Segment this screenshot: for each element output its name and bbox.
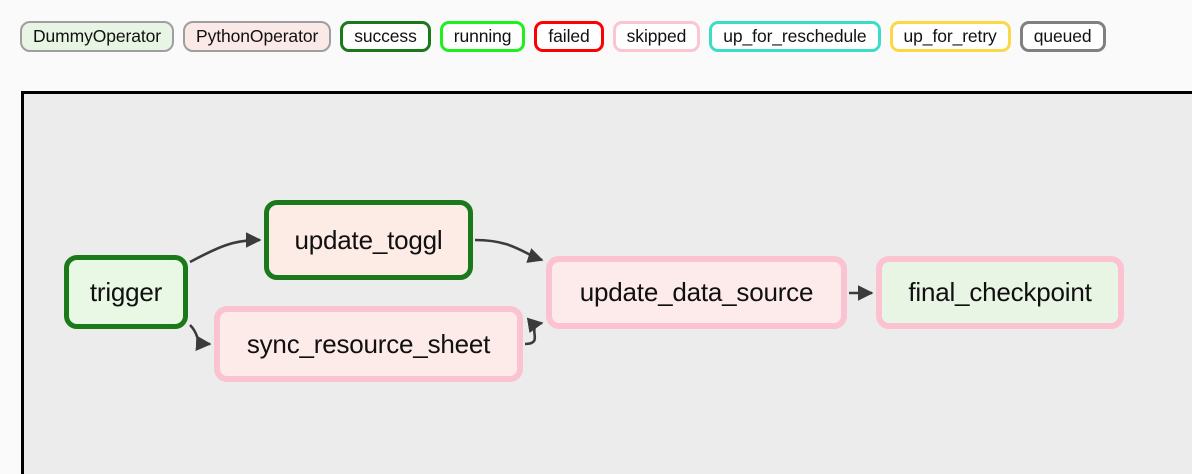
legend-pill-running[interactable]: running: [439, 21, 526, 52]
legend-pill-up-for-retry[interactable]: up_for_retry: [889, 21, 1011, 52]
node-label: update_data_source: [579, 277, 814, 307]
node-label: update_toggl: [294, 224, 443, 255]
legend-label: queued: [1033, 25, 1092, 46]
graph-node-update-data-source[interactable]: update_data_source: [546, 256, 847, 329]
graph-node-update-toggl[interactable]: update_toggl: [264, 200, 473, 280]
edge-trigger-sync-resource-sheet: [189, 324, 212, 352]
legend-label: running: [453, 25, 512, 46]
graph-legend: DummyOperator PythonOperator success run…: [20, 21, 1106, 52]
legend-pill-success[interactable]: success: [340, 21, 431, 52]
legend-label: up_for_retry: [903, 25, 997, 46]
graph-edges: [189, 232, 874, 352]
node-label: sync_resource_sheet: [246, 328, 491, 359]
node-label: trigger: [89, 276, 163, 307]
graph-node-trigger[interactable]: trigger: [64, 255, 188, 329]
legend-pill-pythonoperator[interactable]: PythonOperator: [183, 21, 332, 52]
graph-node-final-checkpoint[interactable]: final_checkpoint: [876, 256, 1124, 329]
legend-label: failed: [548, 25, 590, 46]
legend-label: up_for_reschedule: [723, 25, 867, 46]
edge-update-toggl-update-data-source: [474, 238, 544, 263]
legend-pill-queued[interactable]: queued: [1019, 21, 1106, 52]
graph-canvas[interactable]: trigger update_toggl sync_resource_sheet…: [21, 91, 1192, 474]
node-label: final_checkpoint: [908, 277, 1092, 307]
graph-node-sync-resource-sheet[interactable]: sync_resource_sheet: [214, 306, 523, 382]
legend-label: skipped: [626, 25, 687, 46]
legend-pill-failed[interactable]: failed: [534, 21, 604, 52]
legend-label: PythonOperator: [196, 25, 319, 46]
legend-pill-skipped[interactable]: skipped: [612, 21, 701, 52]
legend-pill-up-for-reschedule[interactable]: up_for_reschedule: [709, 21, 881, 52]
edge-trigger-update-toggl: [189, 232, 262, 264]
legend-label: DummyOperator: [33, 25, 162, 46]
legend-label: success: [354, 25, 417, 46]
edge-sync-resource-sheet-update-data-source: [524, 317, 544, 346]
legend-pill-dummyoperator[interactable]: DummyOperator: [20, 21, 175, 52]
